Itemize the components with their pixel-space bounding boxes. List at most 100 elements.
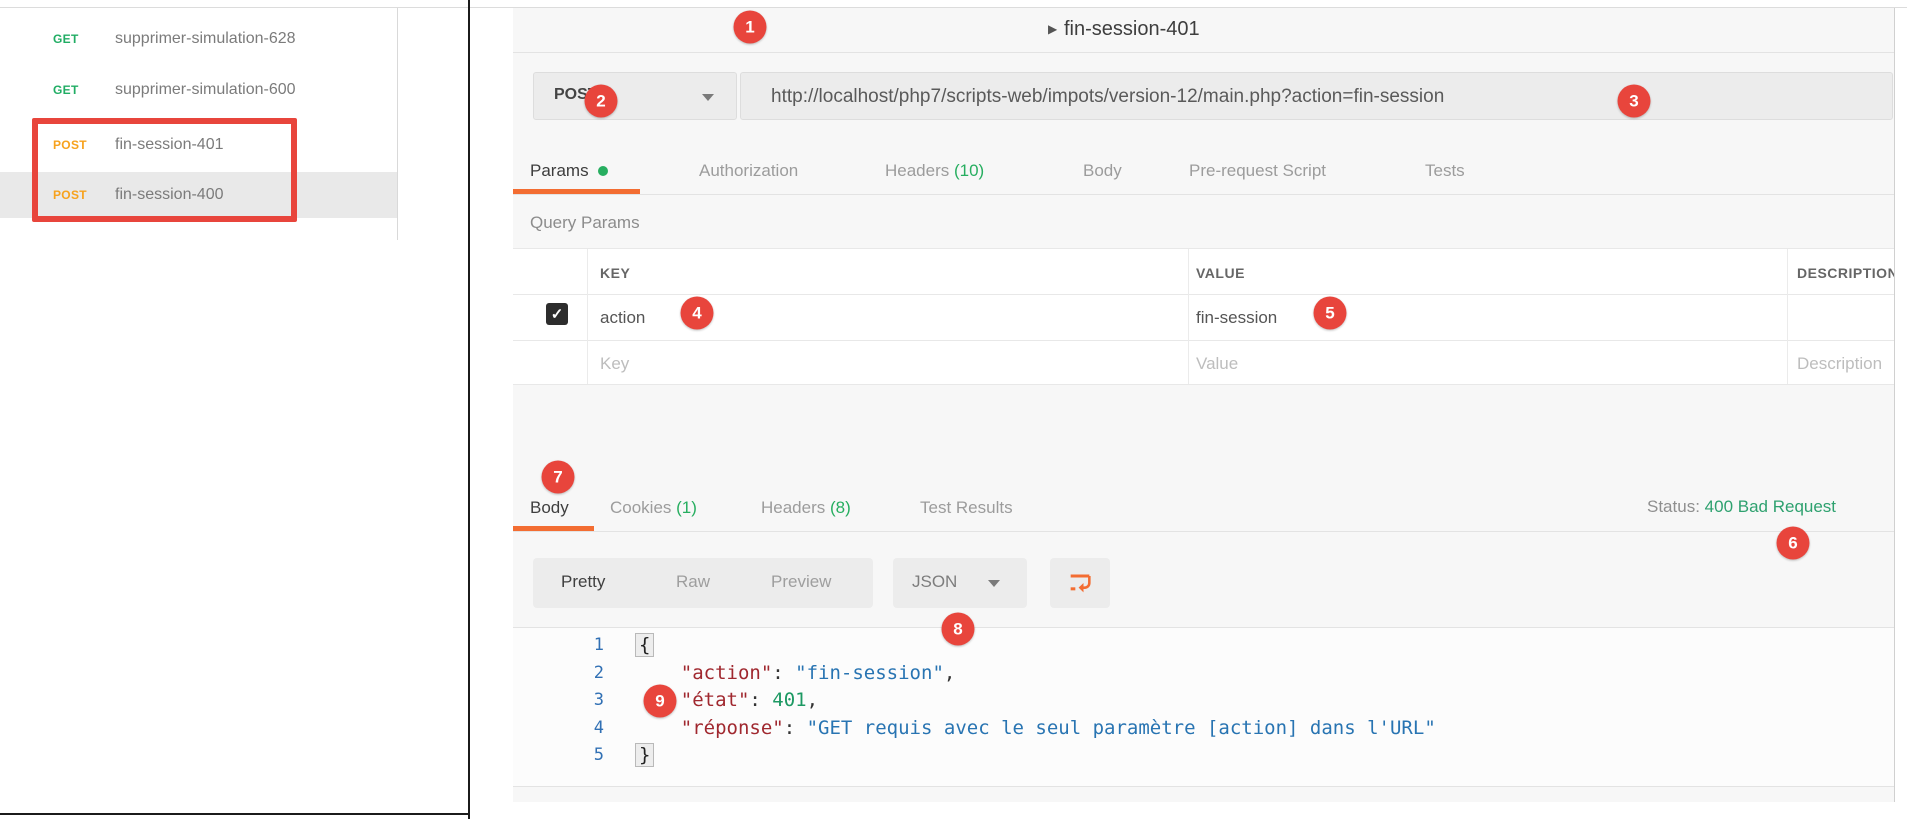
format-dropdown[interactable]: JSON (893, 558, 1027, 608)
annotation-marker-7: 7 (541, 460, 575, 494)
tab-count: (1) (671, 498, 697, 517)
param-key-cell[interactable]: action (600, 308, 646, 327)
method-dropdown[interactable]: POST (533, 72, 737, 120)
tabbar-divider (513, 194, 1894, 195)
url-input[interactable]: http://localhost/php7/scripts-web/impots… (740, 72, 1893, 120)
tab-test-results[interactable]: Test Results (920, 498, 1013, 517)
table-col-border (1787, 249, 1788, 384)
token-plain (635, 717, 681, 739)
tab-body[interactable]: Body (530, 498, 569, 517)
token-string: "GET requis avec le seul paramètre [acti… (806, 716, 1436, 739)
query-params-table: KEY VALUE DESCRIPTION action fin-session… (513, 248, 1894, 385)
method-badge: GET (53, 83, 79, 97)
annotation-marker-9: 9 (643, 684, 677, 718)
tab-pre-request-script[interactable]: Pre-request Script (1189, 161, 1326, 180)
annotation-marker-5: 5 (1313, 296, 1347, 330)
line-number: 5 (593, 745, 604, 765)
url-text: http://localhost/php7/scripts-web/impots… (771, 86, 1445, 107)
param-enabled-checkbox[interactable]: ✓ (546, 303, 568, 325)
top-hairline (0, 7, 1907, 8)
token-string: "fin-session" (795, 661, 944, 684)
code-line-5: } (635, 742, 655, 770)
annotation-marker-1: 1 (733, 10, 767, 44)
annotation-marker-8: 8 (941, 612, 975, 646)
code-line-2: "action": "fin-session", (635, 660, 956, 688)
format-label: JSON (912, 572, 958, 591)
method-badge: POST (53, 188, 87, 202)
column-header-value: VALUE (1196, 265, 1245, 281)
active-tab-underline (513, 189, 640, 194)
status-value: 400 Bad Request (1704, 497, 1837, 516)
chevron-down-icon (988, 580, 1000, 587)
param-value-placeholder[interactable]: Value (1196, 354, 1239, 373)
param-value-cell[interactable]: fin-session (1196, 308, 1278, 327)
request-title: fin-session-401 (1064, 18, 1200, 40)
code-line-4: "réponse": "GET requis avec le seul para… (635, 715, 1436, 743)
request-name: supprimer-simulation-628 (115, 30, 296, 47)
token-punct: : (749, 689, 773, 711)
tab-pretty[interactable]: Pretty (561, 572, 606, 591)
column-header-key: KEY (600, 265, 631, 281)
response-body-editor (513, 627, 1894, 787)
annotation-marker-4: 4 (680, 296, 714, 330)
token-punct: : (783, 716, 807, 739)
check-icon: ✓ (550, 305, 564, 323)
query-params-title: Query Params (530, 213, 640, 232)
wrap-text-icon (1070, 574, 1091, 593)
param-key-placeholder[interactable]: Key (600, 354, 630, 373)
wrap-text-button[interactable] (1050, 558, 1110, 608)
tab-headers[interactable]: Headers (8) (761, 498, 851, 517)
request-name: supprimer-simulation-600 (115, 81, 296, 98)
bottom-divider-line (0, 813, 469, 815)
title-divider (513, 52, 1894, 53)
token-punct: , (806, 689, 819, 711)
token-punct: , (943, 661, 956, 684)
token-key: "action" (680, 661, 773, 684)
code-line-3: "état": 401, (635, 687, 818, 715)
code-line-1: { (635, 632, 655, 660)
collapse-triangle-icon[interactable]: ▶ (1048, 22, 1058, 36)
sidebar-request-fin-session-400[interactable]: POST fin-session-400 (0, 172, 397, 218)
active-response-tab-underline (513, 526, 594, 531)
panel-divider-line (468, 0, 470, 819)
response-tabbar-divider (513, 531, 1894, 532)
tab-body[interactable]: Body (1083, 161, 1122, 180)
tab-params[interactable]: Params (530, 161, 608, 181)
request-title-row[interactable]: ▶ fin-session-401 (513, 8, 1894, 52)
token-key: "réponse" (680, 716, 784, 739)
status-label: Status: (1647, 497, 1700, 516)
response-view-switcher (533, 558, 873, 608)
annotation-marker-2: 2 (584, 84, 618, 118)
chevron-down-icon (702, 94, 714, 101)
token-number: 401 (772, 689, 807, 711)
tab-cookies[interactable]: Cookies (1) (610, 498, 697, 517)
tab-authorization[interactable]: Authorization (699, 161, 799, 180)
selected-row-highlight (0, 172, 397, 218)
tab-count: (10) (949, 161, 985, 180)
table-col-border (587, 249, 588, 384)
method-badge: POST (53, 138, 87, 152)
line-number: 1 (593, 635, 604, 655)
sidebar-request-supprimer-simulation-600[interactable]: GET supprimer-simulation-600 (0, 67, 397, 113)
token-plain (635, 662, 681, 684)
token-brace: } (635, 743, 655, 767)
tab-preview[interactable]: Preview (771, 572, 832, 591)
annotation-highlight-rectangle (32, 118, 297, 222)
line-number: 4 (593, 717, 604, 738)
request-name: fin-session-400 (115, 186, 224, 203)
param-description-placeholder[interactable]: Description (1797, 354, 1883, 373)
token-punct: : (772, 661, 796, 684)
tab-tests[interactable]: Tests (1425, 161, 1465, 180)
sidebar-right-border (397, 8, 398, 240)
table-row-border (513, 294, 1894, 295)
tab-raw[interactable]: Raw (676, 572, 711, 591)
tab-headers[interactable]: Headers (10) (885, 161, 985, 180)
table-row-border (513, 340, 1894, 341)
line-number: 3 (593, 690, 604, 710)
line-number: 2 (593, 662, 604, 683)
tab-count: (8) (825, 498, 851, 517)
params-active-dot-icon (597, 166, 608, 176)
